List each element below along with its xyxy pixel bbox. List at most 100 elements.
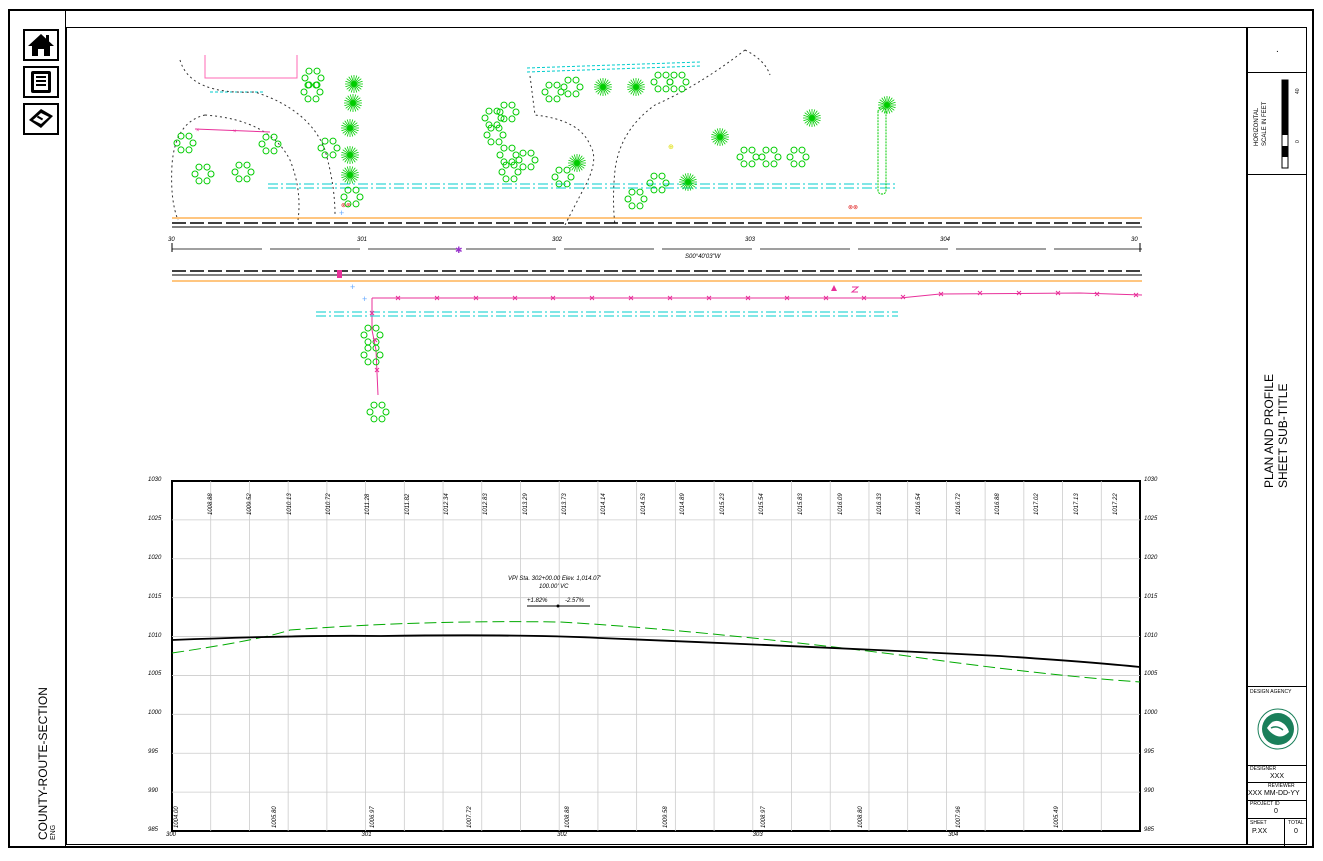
profile-top-label: 1013.73 bbox=[562, 493, 569, 515]
fence-mark bbox=[823, 295, 829, 301]
shrub-symbol bbox=[515, 149, 539, 171]
fence-mark bbox=[784, 295, 790, 301]
vc-label: 100.00' VC bbox=[539, 584, 569, 590]
tree-symbol bbox=[341, 146, 359, 164]
shrub-symbol bbox=[736, 146, 760, 168]
profile-top-label: 1016.54 bbox=[916, 493, 923, 515]
fence-mark bbox=[395, 295, 401, 301]
profile-top-label: 1013.29 bbox=[522, 493, 529, 515]
shrub-symbol bbox=[231, 161, 255, 183]
shrub-symbol bbox=[786, 146, 810, 168]
fence-marks bbox=[369, 290, 1139, 373]
elevation-label-left: 1025 bbox=[148, 515, 162, 522]
project-label: PROJECT ID bbox=[1250, 801, 1280, 807]
svg-text:+: + bbox=[339, 208, 344, 218]
profile-top-label: 1016.09 bbox=[837, 493, 844, 515]
station-label: 304 bbox=[940, 237, 951, 243]
profile-top-label: 1016.88 bbox=[994, 493, 1001, 515]
tb-divider bbox=[1248, 818, 1306, 819]
elevation-label-right: 1010 bbox=[1144, 632, 1158, 639]
shrub-symbol bbox=[496, 101, 520, 123]
profile-top-label: 1017.02 bbox=[1034, 493, 1041, 515]
index-button[interactable] bbox=[23, 66, 59, 98]
bearing-label: S00°40'03"W bbox=[685, 254, 721, 260]
tree-symbol bbox=[345, 75, 363, 93]
print-button[interactable] bbox=[23, 103, 59, 135]
plan-trees bbox=[173, 67, 896, 423]
fence-mark bbox=[369, 310, 375, 316]
profile-top-label: 1014.53 bbox=[640, 493, 647, 515]
shrub-symbol bbox=[317, 137, 341, 159]
profile-top-label: 1012.34 bbox=[444, 493, 451, 515]
agency-label: DESIGN AGENCY bbox=[1250, 689, 1292, 695]
fence-mark bbox=[550, 295, 556, 301]
profile-station-label: 303 bbox=[752, 832, 763, 838]
fence-mark bbox=[374, 367, 380, 373]
shrub-symbol bbox=[650, 71, 674, 93]
profile-top-label: 1015.23 bbox=[719, 493, 726, 515]
tree-symbol bbox=[803, 109, 821, 127]
shrub-symbol bbox=[496, 144, 520, 166]
shrub-symbol bbox=[666, 71, 690, 93]
shrub-symbol bbox=[541, 81, 565, 103]
profile-station-label: 302 bbox=[557, 832, 568, 838]
designer-label: DESIGNER bbox=[1250, 766, 1277, 772]
fence-mark bbox=[628, 295, 634, 301]
tb-divider bbox=[1248, 765, 1306, 766]
tree-symbol bbox=[341, 166, 359, 184]
elevation-label-right: 1020 bbox=[1144, 554, 1158, 561]
shrub-symbol bbox=[560, 76, 584, 98]
fence-mark bbox=[900, 294, 906, 300]
shrub-symbol bbox=[301, 67, 325, 89]
left-strip bbox=[8, 9, 66, 848]
profile-bottom-label: 1008.97 bbox=[760, 806, 767, 828]
svg-text:⊕: ⊕ bbox=[668, 144, 674, 151]
elevation-label-left: 1015 bbox=[148, 593, 162, 600]
reviewer-value: XXX MM-DD-YY bbox=[1248, 790, 1300, 797]
shrub-symbol bbox=[646, 172, 670, 194]
elevation-label-left: 995 bbox=[148, 749, 159, 756]
grade-left: +1.82% bbox=[527, 598, 548, 604]
svg-text:+: + bbox=[350, 282, 355, 292]
fence-mark bbox=[977, 290, 983, 296]
profile-bottom-label: 1005.80 bbox=[271, 806, 278, 828]
profile-top-label: 1015.54 bbox=[758, 493, 765, 515]
scale-label-2: SCALE IN FEET bbox=[1262, 101, 1268, 146]
fence-mark bbox=[706, 295, 712, 301]
tb-divider bbox=[1248, 72, 1306, 73]
scale-bar bbox=[1281, 79, 1289, 169]
fence-mark bbox=[938, 291, 944, 297]
elevation-label-right: 1005 bbox=[1144, 671, 1158, 678]
profile-station-label: 300 bbox=[166, 832, 177, 838]
project-value: 0 bbox=[1274, 808, 1278, 815]
home-button[interactable] bbox=[23, 29, 59, 61]
sheet-label: SHEET bbox=[1250, 820, 1267, 826]
fence-mark bbox=[589, 295, 595, 301]
sheet-title-1: PLAN AND PROFILE bbox=[1262, 373, 1276, 488]
profile-bottom-label: 1005.49 bbox=[1054, 806, 1060, 828]
profile-top-label: 1017.22 bbox=[1113, 493, 1120, 515]
fence-mark bbox=[1055, 290, 1061, 296]
svg-text:×: × bbox=[196, 128, 200, 134]
elevation-label-left: 1010 bbox=[148, 632, 162, 639]
svg-text:+: + bbox=[362, 294, 367, 304]
sheet-title-2: SHEET SUB-TITLE bbox=[1276, 383, 1290, 488]
fence-mark bbox=[1016, 290, 1022, 296]
total-label: TOTAL bbox=[1288, 820, 1304, 826]
station-label: 30 bbox=[1131, 237, 1138, 243]
shrub-symbol bbox=[483, 124, 507, 146]
profile-top-label: 1014.89 bbox=[680, 493, 687, 515]
station-label: 30 bbox=[168, 237, 175, 243]
title-block: . HORIZONTAL SCALE IN FEET 40 0 PLAN AND… bbox=[1247, 27, 1307, 846]
station-label: 303 bbox=[745, 237, 756, 243]
elevation-label-right: 1015 bbox=[1144, 593, 1158, 600]
tb-divider bbox=[1248, 686, 1306, 687]
shrub-symbol bbox=[366, 401, 390, 423]
elevation-label-right: 1025 bbox=[1144, 515, 1158, 522]
title-block-dot: . bbox=[1276, 44, 1279, 55]
shrub-symbol bbox=[340, 186, 364, 208]
profile-top-label: 1009.52 bbox=[247, 493, 254, 515]
tb-divider bbox=[1248, 800, 1306, 801]
profile-bottom-label: 1007.72 bbox=[467, 806, 474, 828]
